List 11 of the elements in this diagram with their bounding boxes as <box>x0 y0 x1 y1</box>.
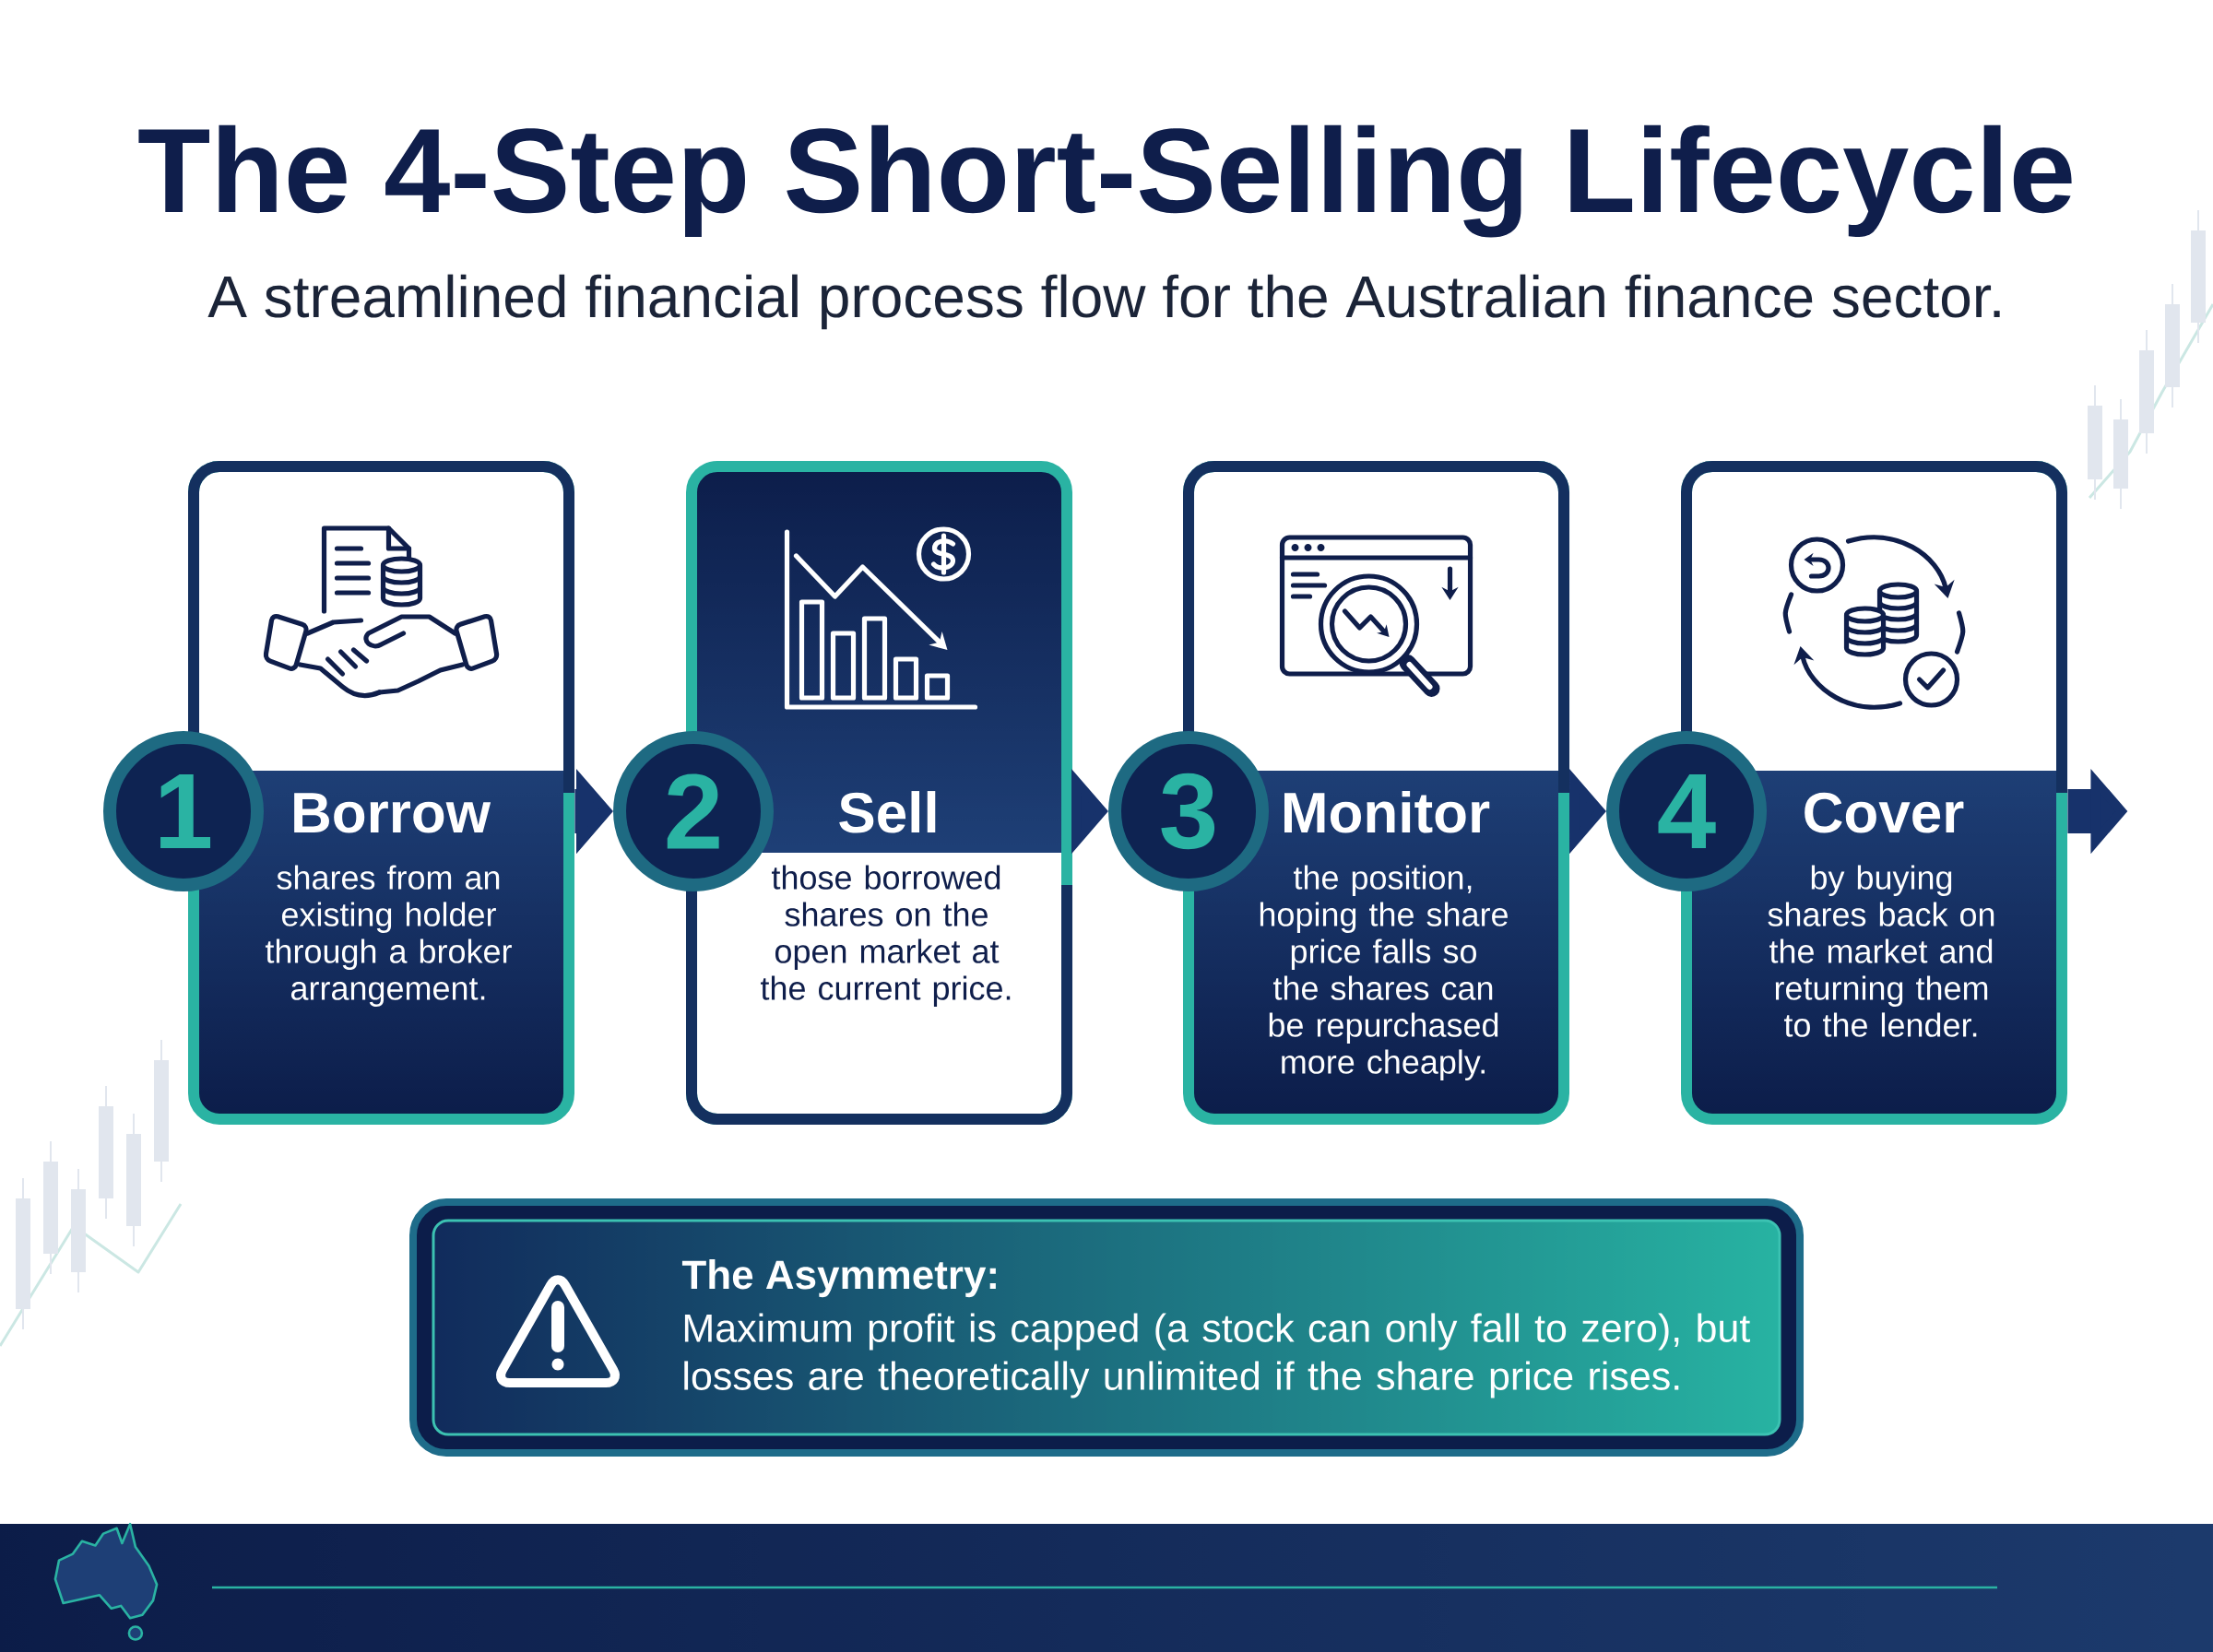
subtitle: A streamlined financial process flow for the Australian finance sector. <box>207 274 2000 330</box>
callout-box <box>409 1198 1804 1457</box>
step-description: by buying shares back on the market and returning them to the lender. <box>1768 865 1994 1037</box>
title: The 4-Step Short-Selling Lifecycle <box>138 124 2072 238</box>
step-heading: Sell <box>839 791 936 833</box>
step-heading: Cover <box>1805 792 1964 833</box>
callout-text: Maximum profit is capped (a stock can only fall to zero), but losses are theoretically unlimited if the share price rises. <box>684 1313 1750 1398</box>
step-description: shares from an existing holder through a broker arrangement. <box>265 865 512 1007</box>
callout-heading: The Asymmetry: <box>681 1259 996 1298</box>
step-heading: Borrow <box>294 793 491 833</box>
step-heading: Monitor <box>1284 791 1490 833</box>
